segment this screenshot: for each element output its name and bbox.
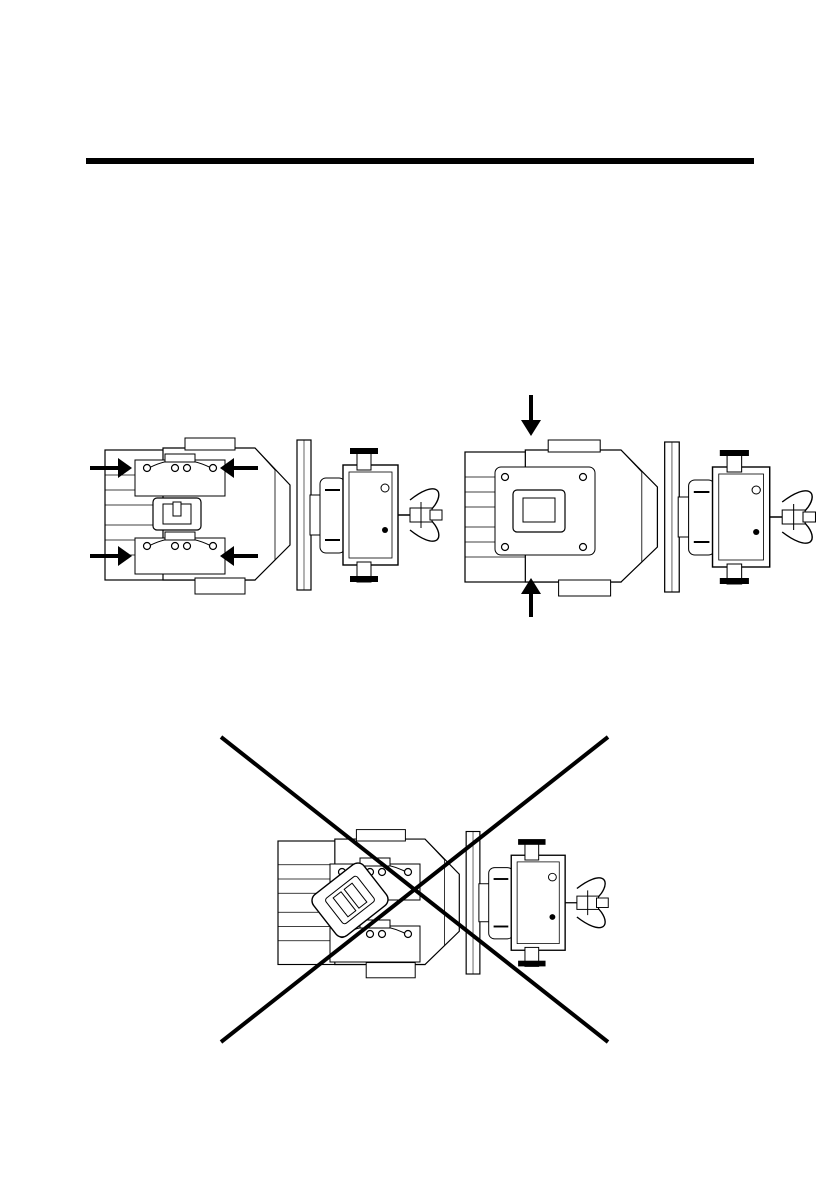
- figure-correct-placement-b: [465, 440, 815, 596]
- figure-correct-placement-a: [105, 438, 442, 594]
